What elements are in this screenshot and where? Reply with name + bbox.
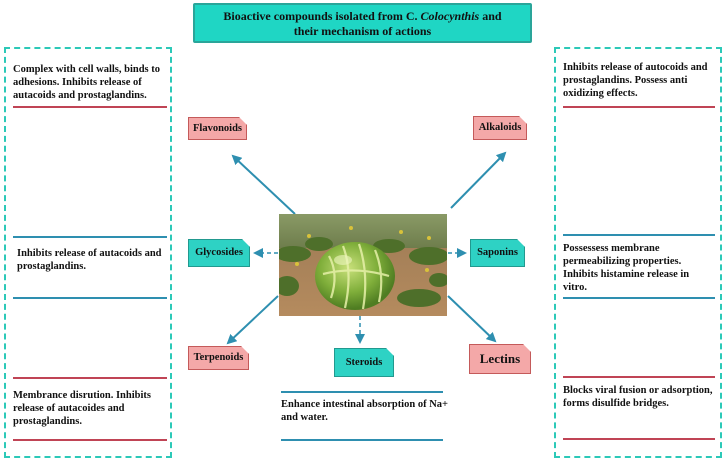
colocynth-melon-image xyxy=(279,214,447,316)
arrow-to-alkaloids xyxy=(450,151,507,209)
saponins-description: Possessess membrane permeabilizing prope… xyxy=(563,243,690,293)
divider xyxy=(563,106,715,108)
divider xyxy=(281,439,443,441)
glycosides-description: Inhibits release of autacoids and prosta… xyxy=(17,248,162,272)
divider xyxy=(563,438,715,440)
steroids-node: Steroids xyxy=(334,348,394,377)
divider xyxy=(13,106,167,108)
flavonoids-node: Flavonoids xyxy=(188,117,247,140)
alkaloids-node: Alkaloids xyxy=(473,116,527,140)
title-line-1: Bioactive compounds isolated from C. Col… xyxy=(223,9,502,23)
divider xyxy=(13,439,167,441)
arrow-to-flavonoids xyxy=(231,154,296,215)
glycosides-node: Glycosides xyxy=(188,239,250,267)
divider xyxy=(13,297,167,299)
alkaloids-description: Inhibits release of autocoids and prosta… xyxy=(563,62,708,99)
right-panel xyxy=(554,47,722,458)
divider xyxy=(13,236,167,238)
arrow-to-terpenoids xyxy=(226,295,279,345)
diagram-title: Bioactive compounds isolated from C. Col… xyxy=(193,3,532,43)
steroids-description: Enhance intestinal absorption of Na+ and… xyxy=(281,399,449,423)
divider xyxy=(563,376,715,378)
divider xyxy=(563,297,715,299)
divider xyxy=(281,391,443,393)
arrow-to-lectins xyxy=(447,295,497,343)
lectins-description: Blocks viral fusion or adsorption, forms… xyxy=(563,385,713,409)
terpenoids-description: Membrance disrution. Inhibits release of… xyxy=(13,390,151,427)
divider xyxy=(563,234,715,236)
terpenoids-node: Terpenoids xyxy=(188,346,249,370)
divider xyxy=(13,377,167,379)
flavonoids-description: Complex with cell walls, binds to adhesi… xyxy=(13,64,161,101)
title-line-2: their mechanism of actions xyxy=(293,24,432,38)
saponins-node: Saponins xyxy=(470,239,525,267)
lectins-node: Lectins xyxy=(469,344,531,374)
left-panel xyxy=(4,47,172,458)
